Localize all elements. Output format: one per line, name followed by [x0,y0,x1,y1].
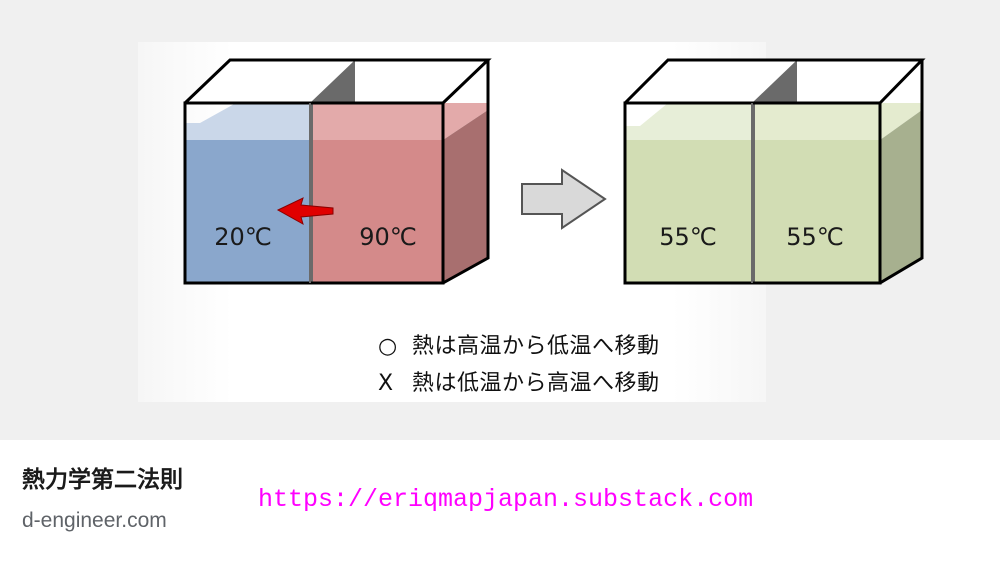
url-link[interactable]: https://eriqmapjapan.substack.com [258,485,754,514]
mixed-temperature-label-left: 55℃ [659,223,717,251]
thermodynamics-diagram: 20℃ 90℃ 55℃ 55℃ [138,42,926,402]
result-source[interactable]: d-engineer.com [22,509,167,532]
incorrect-mark: X [378,371,394,396]
left-tank [183,58,492,285]
mixed-temperature-label-right: 55℃ [786,223,844,251]
mixed-water-side [880,110,922,283]
hot-water-side [443,110,488,283]
hot-temperature-label: 90℃ [359,223,417,251]
heat-flow-arrow [276,197,334,226]
cold-water-surface [185,103,310,140]
legend-correct-text: 熱は高温から低温へ移動 [412,334,660,359]
process-arrow-icon [521,168,607,230]
left-tank-frame [183,58,492,285]
correct-mark: ○ [378,334,398,359]
legend-incorrect-text: 熱は低温から高温へ移動 [412,371,660,396]
legend-incorrect: X 熱は低温から高温へ移動 [378,365,660,397]
result-title[interactable]: 熱力学第二法則 [22,467,183,493]
hot-water [313,140,443,283]
right-tank [623,58,926,285]
cold-temperature-label: 20℃ [214,223,272,251]
mixed-water-left [625,140,752,283]
mixed-water-surface-left [625,103,752,140]
mixed-water-right [755,140,880,283]
legend-correct: ○ 熱は高温から低温へ移動 [378,328,660,360]
